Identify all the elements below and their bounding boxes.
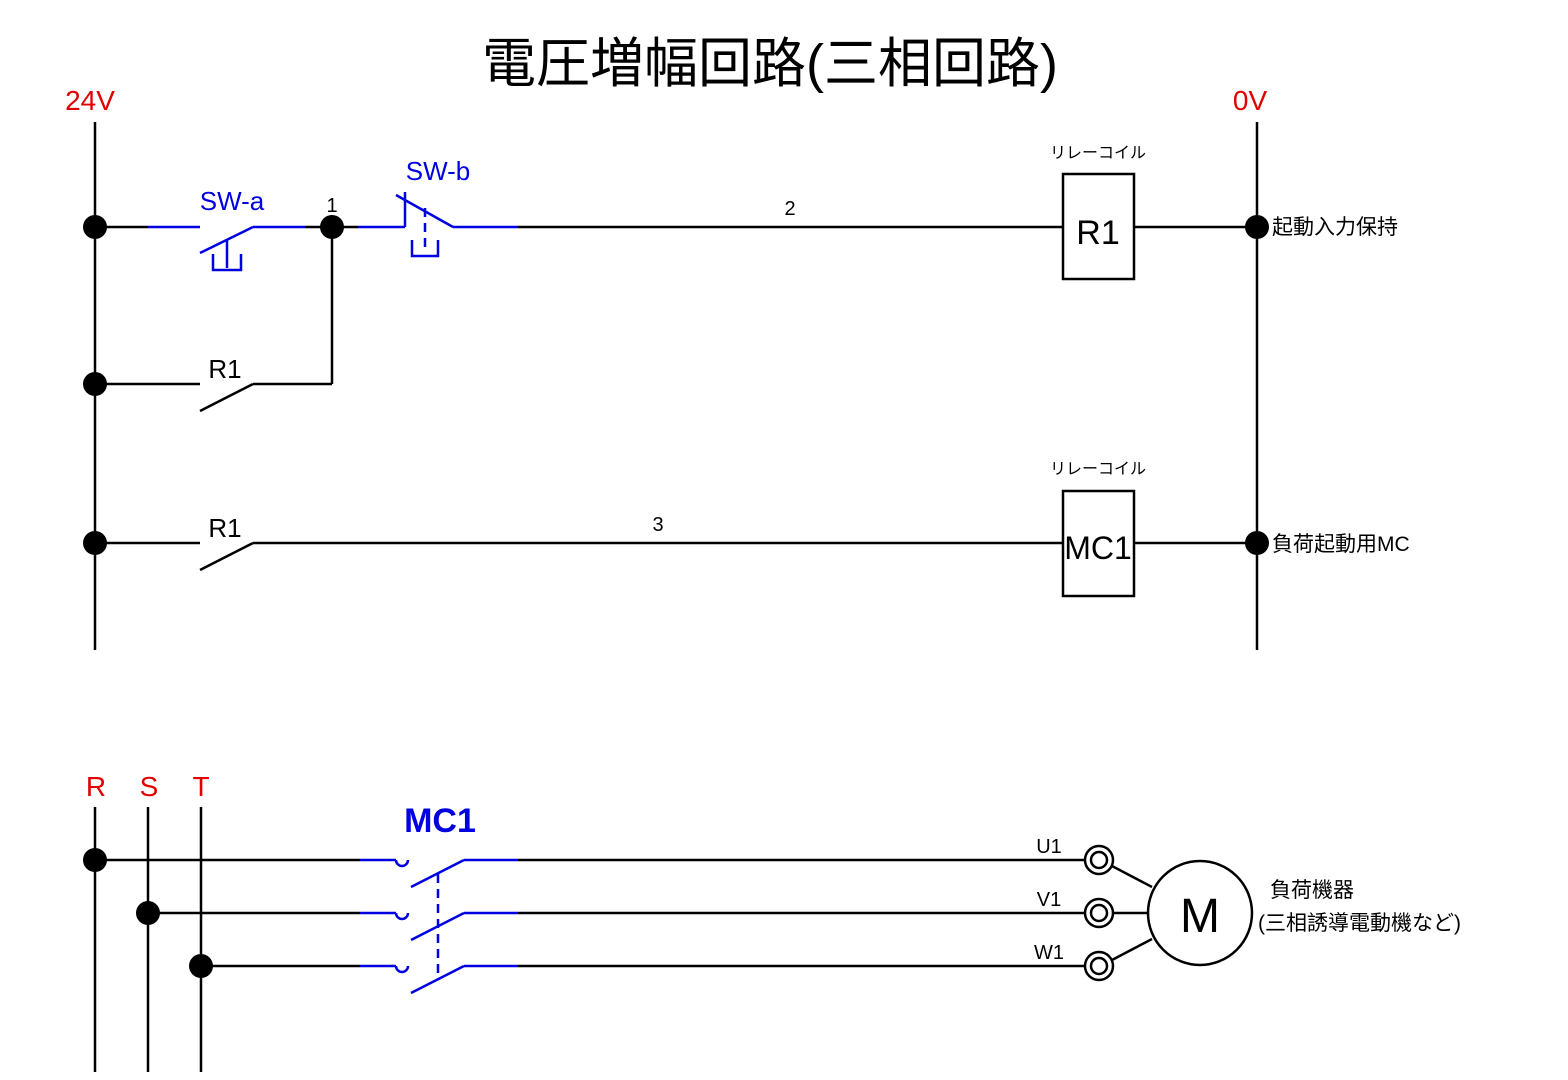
junction-mc1-0v	[1245, 531, 1269, 555]
coil-r1-caption: リレーコイル	[1050, 145, 1146, 162]
rung-self-hold: R1	[83, 227, 334, 413]
motor-icon	[1146, 859, 1254, 967]
terminal-v1: V1	[1037, 889, 1115, 929]
load-label-line2: (三相誘導電動機など)	[1258, 912, 1461, 935]
phase-r-label: R	[86, 771, 106, 802]
rung-1: SW-a 1 SW-b 2 リレーコイル R1 起動入力保持	[83, 145, 1398, 281]
r1-hold-label: R1	[208, 354, 241, 384]
terminal-w1: W1	[1034, 942, 1115, 982]
junction-rung1-24v	[83, 215, 107, 239]
junction-r1-0v	[1245, 215, 1269, 239]
terminal-u1: U1	[1036, 836, 1115, 876]
coil-mc1-name: MC1	[1064, 530, 1132, 566]
mc1-contact-label: MC1	[404, 802, 476, 840]
r1-hold-contact[interactable]: R1	[199, 354, 254, 413]
r1-load-label: R1	[208, 513, 241, 543]
sw-b-label: SW-b	[406, 156, 471, 186]
r1-load-contact[interactable]: R1	[199, 513, 254, 572]
load-label-line1: 負荷機器	[1270, 879, 1354, 902]
rung-2: R1 3 リレーコイル MC1 負荷起動用MC	[83, 461, 1410, 598]
coil-mc1-caption: リレーコイル	[1050, 461, 1146, 478]
sw-a-label: SW-a	[200, 186, 265, 216]
supply-24v-label: 24V	[65, 85, 115, 116]
node-2-label: 2	[784, 198, 795, 220]
sw-a-pushbutton-no[interactable]: SW-a	[148, 186, 305, 272]
junction-t	[189, 954, 213, 978]
svg-text:V1: V1	[1037, 889, 1061, 911]
diagram-title: 電圧増幅回路(三相回路)	[482, 34, 1058, 94]
coil-r1-description: 起動入力保持	[1272, 216, 1398, 239]
svg-text:U1: U1	[1036, 836, 1062, 858]
junction-r	[83, 848, 107, 872]
junction-hold-24v	[83, 372, 107, 396]
junction-s	[136, 901, 160, 925]
relay-coil-r1[interactable]: リレーコイル R1	[1050, 145, 1146, 281]
svg-text:W1: W1	[1034, 942, 1064, 964]
node-3-label: 3	[652, 514, 663, 536]
motor-m[interactable]: M	[1146, 859, 1254, 967]
phase-s-label: S	[140, 771, 159, 802]
coil-r1-name: R1	[1076, 214, 1119, 252]
motor-label: M	[1180, 890, 1220, 943]
coil-mc1-description: 負荷起動用MC	[1272, 533, 1410, 556]
phase-t-label: T	[192, 771, 209, 802]
node-1-label: 1	[326, 195, 337, 217]
sw-b-pushbutton-nc[interactable]: SW-b	[358, 156, 518, 258]
relay-coil-mc1[interactable]: リレーコイル MC1	[1050, 461, 1146, 598]
supply-0v-label: 0V	[1233, 85, 1268, 116]
junction-rung2-24v	[83, 531, 107, 555]
mc1-main-contacts[interactable]: MC1	[360, 802, 518, 995]
